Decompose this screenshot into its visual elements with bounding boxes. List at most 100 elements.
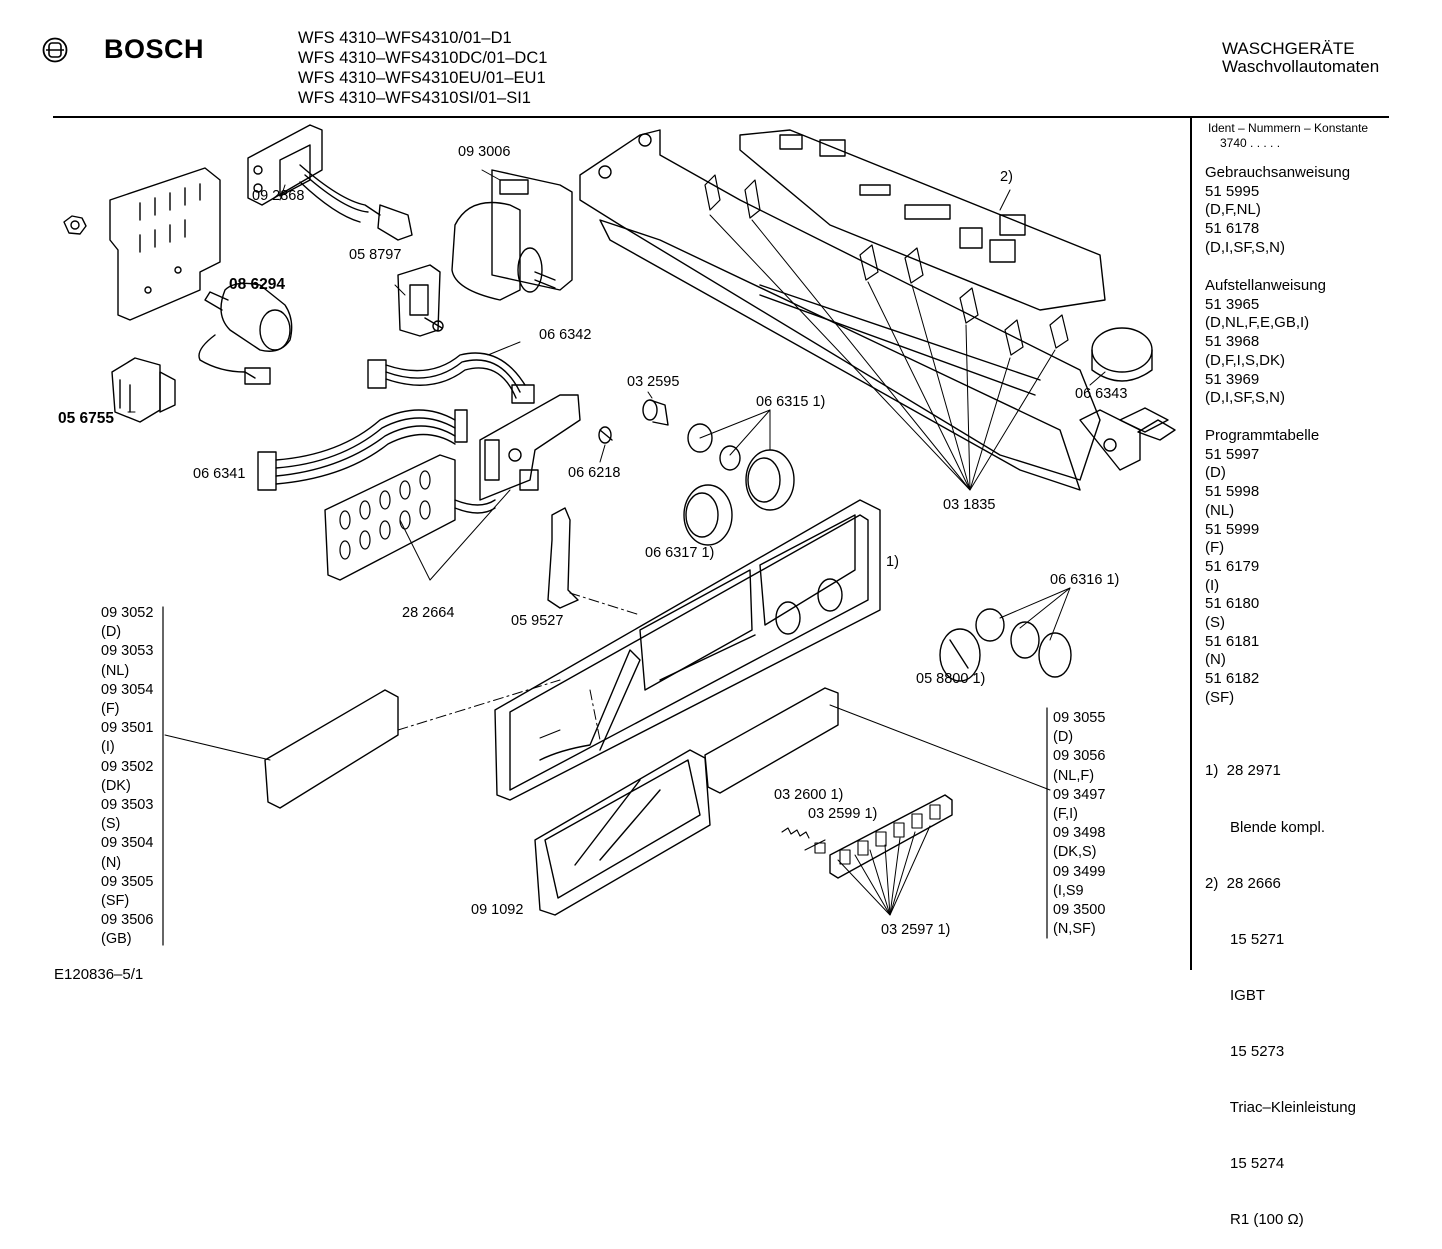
part-label: 05 6755 <box>58 410 115 427</box>
exploded-view-drawing <box>63 124 1176 946</box>
footnotes: 1) 28 2971 Blende kompl. 2) 28 2666 15 5… <box>1205 725 1356 1249</box>
terminal-clip-icon <box>1119 407 1176 441</box>
selector-knob-icon <box>939 608 1072 682</box>
section-title: Aufstellanweisung <box>1205 277 1326 294</box>
programmer-motor-icon <box>451 169 573 301</box>
section-line: (D,I,SF,S,N) <box>1205 389 1286 407</box>
variant-line: 09 3501 <box>101 720 154 737</box>
category-title: WASCHGERÄTE <box>1222 39 1355 58</box>
part-label: 05 8797 <box>349 247 402 263</box>
interference-suppressor-icon <box>247 124 413 241</box>
variant-line: (NL) <box>101 662 130 679</box>
category-heading: WASCHGERÄTE Waschvollautomaten <box>1222 40 1379 76</box>
footnote-line: 15 5274 <box>1205 1155 1285 1173</box>
variant-line: 09 3056 <box>1053 748 1106 765</box>
ident-value: 3740 . . . . . <box>1220 136 1281 150</box>
variant-line: (S) <box>101 816 121 833</box>
control-pcb-icon <box>257 394 581 501</box>
section-line: (I) <box>1205 576 1220 594</box>
variant-line: (DK) <box>101 777 131 794</box>
mounting-bracket-icon <box>109 167 221 321</box>
part-label: 05 9527 <box>511 613 564 629</box>
footnote-line: IGBT <box>1205 986 1266 1004</box>
nut-icon <box>63 215 87 235</box>
section-line: (SF) <box>1205 688 1235 706</box>
potentiometer-icon <box>598 426 613 444</box>
section-line: (S) <box>1205 614 1225 632</box>
section-line: 51 3965 <box>1205 295 1260 313</box>
section-line: 51 5998 <box>1205 483 1260 501</box>
variant-line: (I) <box>101 739 115 756</box>
footnote-line: Blende kompl. <box>1205 818 1326 836</box>
spacer-sleeve-icon <box>642 399 669 426</box>
control-panel-frame-icon <box>579 129 1141 491</box>
part-label: 05 8800 1) <box>916 671 986 687</box>
part-label: 06 6342 <box>539 327 592 343</box>
dash-dot-guides <box>397 592 641 741</box>
variant-line: 09 3052 <box>101 605 154 621</box>
variant-line: (D) <box>101 624 122 641</box>
section-line: (NL) <box>1205 501 1235 519</box>
footnote-line: 15 5273 <box>1205 1042 1285 1060</box>
manual-section: Gebrauchsanweisung 51 5995 (D,F,NL) 51 6… <box>1205 164 1350 258</box>
ident-title: Ident – Nummern – Konstante <box>1208 121 1369 135</box>
footnote-line: 1) 28 2971 <box>1205 762 1281 780</box>
section-line: 51 3968 <box>1205 333 1260 351</box>
footnote-line: 2) 28 2666 <box>1205 874 1281 892</box>
section-line: 51 6181 <box>1205 632 1260 650</box>
button-board-icon <box>324 454 496 581</box>
variant-line: 09 3499 <box>1053 863 1106 880</box>
footnote-line: Triac–Kleinleistung <box>1205 1099 1356 1117</box>
header-divider <box>53 116 1389 118</box>
part-label: 09 1092 <box>471 902 524 918</box>
section-line: 51 6182 <box>1205 670 1260 688</box>
part-label: 03 1835 <box>943 497 996 513</box>
variant-line: (DK,S) <box>1053 844 1097 861</box>
variant-line: (SF) <box>101 893 130 910</box>
variant-line: (N) <box>101 854 122 871</box>
section-line: 51 5999 <box>1205 520 1260 538</box>
bosch-logo-icon <box>42 37 68 63</box>
variant-line: 09 3053 <box>101 643 154 660</box>
section-line: 51 5995 <box>1205 182 1260 200</box>
mounting-clip-icon <box>704 174 1069 356</box>
section-line: (D,NL,F,E,GB,I) <box>1205 314 1310 332</box>
capacitor-icon <box>198 282 293 385</box>
model-line: WFS 4310–WFS4310SI/01–SI1 <box>298 89 531 107</box>
ribbon-cable-icon <box>367 352 535 404</box>
variant-line: (NL,F) <box>1053 767 1095 784</box>
variant-line: 09 3506 <box>101 912 154 929</box>
variant-line: (F) <box>101 701 120 718</box>
part-label: 06 6315 1) <box>756 394 826 410</box>
variant-line: 09 3500 <box>1053 902 1106 919</box>
detergent-drawer-cover-icon <box>534 749 711 916</box>
part-label: 09 2868 <box>252 188 305 204</box>
variant-line: 09 3504 <box>101 835 154 852</box>
model-line: WFS 4310–WFS4310EU/01–EU1 <box>298 69 546 87</box>
power-pcb-icon <box>739 129 1106 311</box>
variant-line: (F,I) <box>1053 806 1078 823</box>
model-line: WFS 4310–WFS4310DC/01–DC1 <box>298 49 548 67</box>
part-label: 06 6317 1) <box>645 545 715 561</box>
program-table-section: Programmtabelle 51 5997 (D) 51 5998 (NL)… <box>1205 427 1319 708</box>
rotary-switch-icon <box>687 423 741 471</box>
section-title: Gebrauchsanweisung <box>1205 164 1351 181</box>
part-label: 03 2595 <box>627 374 680 390</box>
footnote-line: 15 5271 <box>1205 930 1285 948</box>
fascia-panel-icon <box>494 499 881 801</box>
part-label: 06 6343 <box>1075 386 1128 402</box>
part-label: 1) <box>886 554 899 570</box>
footnote-line: R1 (100 Ω) <box>1205 1211 1304 1229</box>
variant-line: 09 3503 <box>101 797 154 814</box>
part-label: 2) <box>1000 169 1013 185</box>
variant-line: (N,SF) <box>1053 921 1096 938</box>
door-lock-icon <box>397 264 444 337</box>
variant-line: 09 3055 <box>1053 710 1106 726</box>
left-variant-list: 09 3052 (D) 09 3053 (NL) 09 3054 (F) 09 … <box>101 604 153 950</box>
part-label: 09 3006 <box>458 144 511 160</box>
part-label: 03 2597 1) <box>881 922 951 938</box>
variant-line: 09 3497 <box>1053 786 1106 803</box>
section-line: 51 6178 <box>1205 220 1260 238</box>
section-line: (D) <box>1205 464 1226 482</box>
leader-lines <box>127 169 1106 916</box>
